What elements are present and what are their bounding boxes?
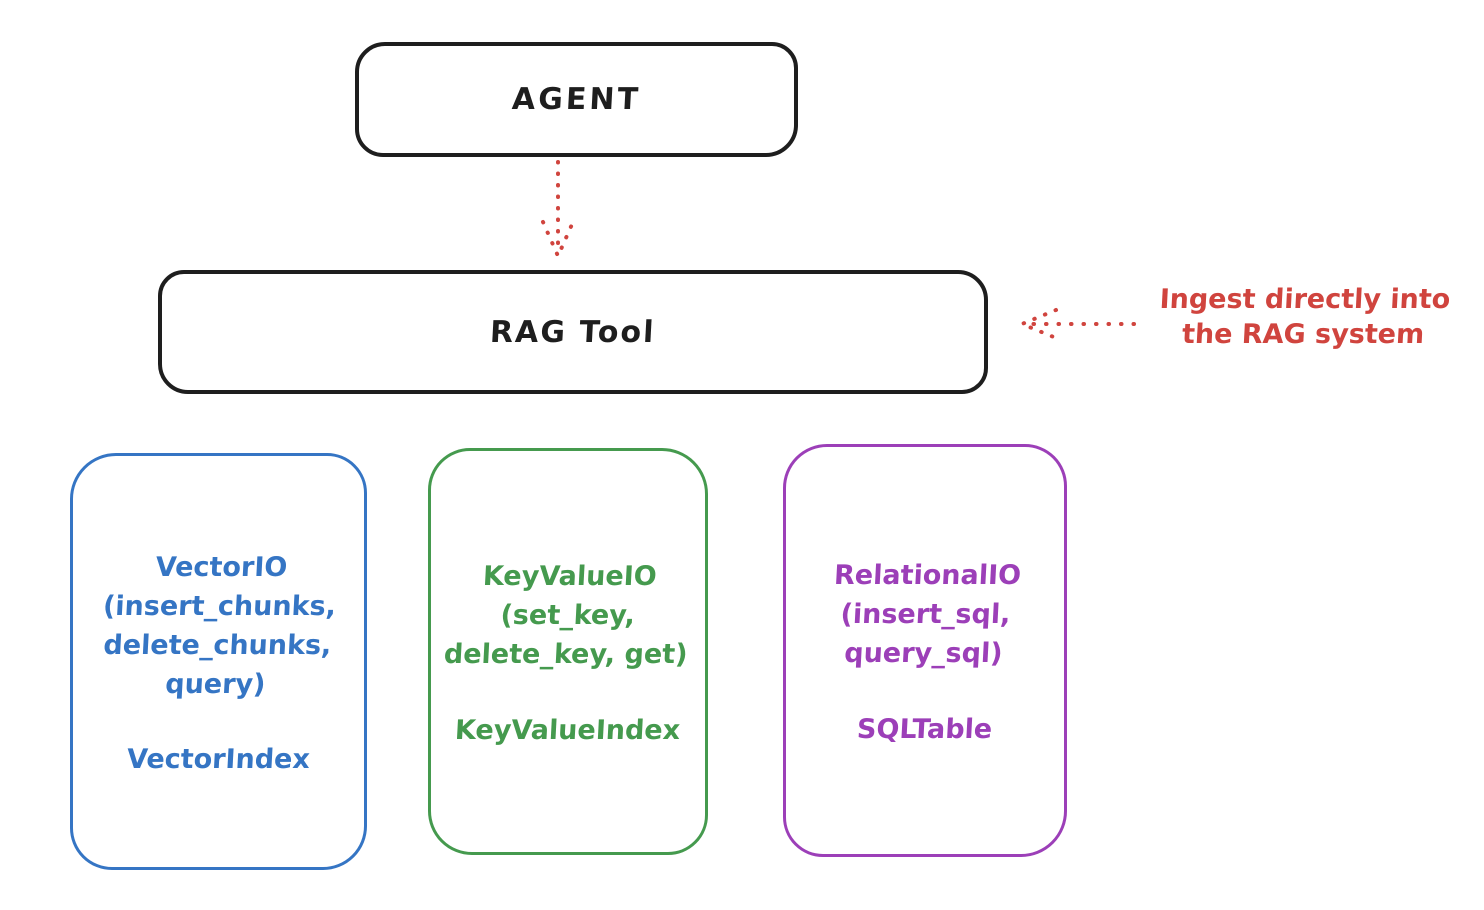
rag-tool-label: RAG Tool — [489, 314, 657, 350]
keyvalueio-title: KeyValueIO (set_key, delete_key, get) — [443, 561, 689, 671]
ingest-annotation-text: Ingest directly into the RAG system — [1158, 284, 1452, 350]
vectorio-index-label: VectorIndex — [126, 744, 311, 776]
agent-label: AGENT — [511, 82, 642, 117]
rag-tool-node: RAG Tool — [158, 270, 988, 394]
keyvalueio-index-label: KeyValueIndex — [454, 714, 682, 746]
vectorio-node: VectorIO (insert_chunks, delete_chunks, … — [70, 453, 367, 870]
keyvalueio-node: KeyValueIO (set_key, delete_key, get) Ke… — [428, 448, 708, 855]
relationalio-node: RelationalIO (insert_sql, query_sql) SQL… — [783, 444, 1067, 857]
agent-to-ragtool-arrow — [541, 160, 575, 261]
annotation-to-ragtool-arrow — [1016, 308, 1136, 340]
relationalio-title: RelationalIO (insert_sql, query_sql) — [832, 560, 1022, 670]
relationalio-index-label: SQLTable — [856, 713, 994, 745]
agent-node: AGENT — [355, 42, 798, 157]
vectorio-title: VectorIO (insert_chunks, delete_chunks, … — [102, 551, 337, 701]
